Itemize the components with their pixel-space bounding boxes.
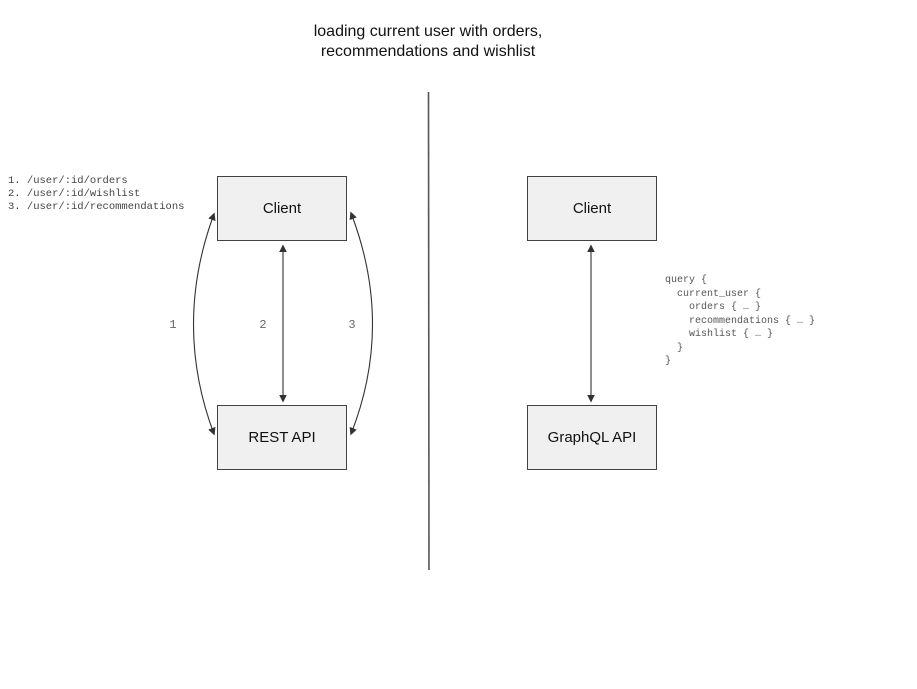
diagram-title: loading current user with orders, recomm… bbox=[314, 22, 543, 62]
graphql-query-code: query { current_user { orders { … } reco… bbox=[665, 275, 816, 367]
rest-client-node: Client bbox=[217, 176, 347, 241]
rest-endpoints-list: 1. /user/:id/orders 2. /user/:id/wishlis… bbox=[8, 175, 185, 214]
title-line-1: loading current user with orders, bbox=[313, 23, 543, 40]
graphql-client-node-label: Client bbox=[572, 200, 612, 217]
rest-client-node-label: Client bbox=[262, 200, 302, 217]
rest-api-node: REST API bbox=[217, 405, 347, 470]
title-line-2: recommendations and wishlist bbox=[320, 43, 536, 60]
arrow-label-3: 3 bbox=[348, 318, 356, 332]
graphql-api-node-label: GraphQL API bbox=[547, 429, 637, 446]
rest-arrow-3-recommendations bbox=[349, 211, 374, 436]
arrow-label-1: 1 bbox=[169, 318, 177, 332]
panel-divider-line bbox=[427, 91, 430, 571]
arrow-label-2: 2 bbox=[259, 318, 267, 332]
graphql-client-node: Client bbox=[527, 176, 657, 241]
rest-arrow-1-orders bbox=[192, 212, 216, 436]
rest-api-node-label: REST API bbox=[248, 429, 316, 446]
graphql-api-node: GraphQL API bbox=[527, 405, 657, 470]
